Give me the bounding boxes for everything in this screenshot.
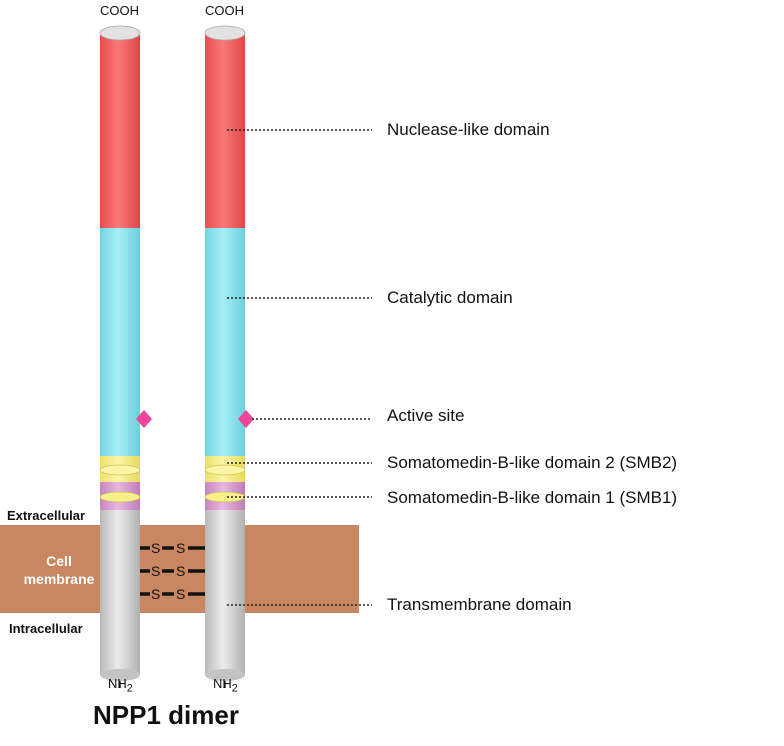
- nh2-label-left: NH2: [108, 676, 133, 695]
- leader-lines: [227, 129, 372, 606]
- sulfur-label: S: [176, 563, 186, 579]
- sulfur-label: S: [151, 586, 161, 602]
- transmembrane-segment-right: [205, 510, 245, 675]
- active-site-marker-right: [238, 410, 254, 428]
- smb1-domain-label: Somatomedin-B-like domain 1 (SMB1): [387, 488, 678, 507]
- smb2-band-right: [204, 464, 246, 476]
- diagram-title: NPP1 dimer: [93, 700, 239, 730]
- cap-top-left: [99, 25, 141, 41]
- sulfur-label: S: [176, 586, 186, 602]
- sulfur-label: S: [151, 563, 161, 579]
- nuclease-segment-right: [205, 33, 245, 228]
- sulfur-label: S: [176, 540, 186, 556]
- catalytic-segment-left: [100, 228, 140, 456]
- nuclease-domain-label: Nuclease-like domain: [387, 120, 550, 139]
- smb2-domain-label: Somatomedin-B-like domain 2 (SMB2): [387, 453, 678, 472]
- cooh-label-left: COOH: [100, 3, 139, 18]
- disulfide-bonds: [140, 546, 205, 596]
- catalytic-segment-right: [205, 228, 245, 456]
- monomer-left: [99, 25, 141, 688]
- smb2-band-left: [99, 464, 141, 476]
- cell-membrane-label: Cell membrane: [23, 553, 95, 587]
- smb1-band-left: [99, 491, 141, 503]
- nh2-label-right: NH2: [213, 676, 238, 695]
- transmembrane-segment-left: [100, 510, 140, 675]
- active-site-label: Active site: [387, 406, 465, 425]
- extracellular-label: Extracellular: [7, 508, 86, 523]
- monomer-right: [204, 25, 246, 688]
- cooh-label-right: COOH: [205, 3, 244, 18]
- transmembrane-domain-label: Transmembrane domain: [387, 595, 572, 614]
- cap-bottom-right: [205, 669, 245, 681]
- nuclease-segment-left: [100, 33, 140, 228]
- cell-membrane: [0, 525, 359, 613]
- sulfur-label: S: [151, 540, 161, 556]
- active-site-marker-left: [136, 410, 152, 428]
- intracellular-label: Intracellular: [9, 621, 83, 636]
- catalytic-domain-label: Catalytic domain: [387, 288, 513, 307]
- cap-top-right: [204, 25, 246, 41]
- cap-bottom-left: [100, 669, 140, 681]
